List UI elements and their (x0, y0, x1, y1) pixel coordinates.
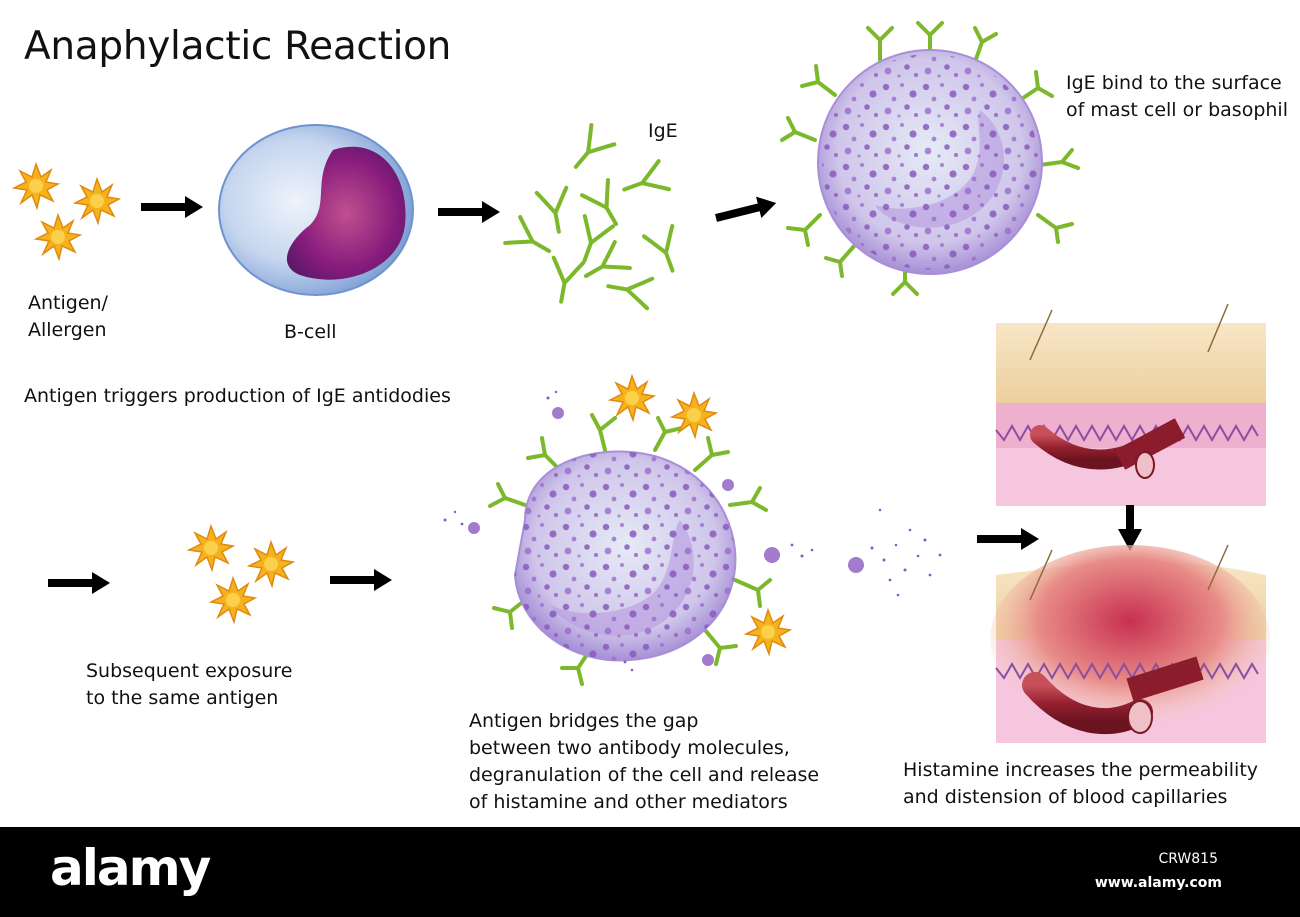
antigen-icon (13, 163, 59, 209)
antibody-icon (544, 255, 586, 307)
arrow-icon (330, 569, 392, 591)
antibody-icon (642, 224, 689, 278)
b-cell-icon (218, 124, 414, 296)
label-bcell: B-cell (284, 321, 337, 343)
alamy-logo[interactable]: alamy (50, 839, 211, 897)
antigen-icon (745, 609, 791, 655)
antigen-icon (74, 178, 120, 224)
arrow-icon (713, 192, 779, 229)
antigen-icon (248, 541, 294, 587)
antibody-icon (534, 185, 576, 237)
arrow-icon (48, 572, 110, 594)
antibody-icon (603, 269, 655, 311)
label-ige: IgE (648, 120, 678, 142)
antibody-icon (503, 215, 559, 266)
label-antigen: Antigen/ Allergen (28, 292, 108, 341)
antibody-icon (562, 123, 617, 179)
antibody-icon (617, 159, 671, 206)
footer-bar: alamy CRW815 www.alamy.com (0, 827, 1300, 917)
antibody-icon (580, 178, 631, 234)
skin-inflamed-icon (990, 544, 1270, 743)
degranulating-mast-cell-icon (488, 375, 791, 686)
label-subsequent: Subsequent exposure to the same antigen (86, 660, 293, 709)
arrow-icon (977, 528, 1039, 550)
arrow-icon (438, 201, 500, 223)
mast-cell-icon (780, 21, 1080, 296)
antigen-icon (188, 525, 234, 571)
label-histamine: Histamine increases the permeability and… (903, 759, 1259, 808)
image-id: CRW815 (1158, 851, 1219, 867)
antigen-icon (35, 214, 81, 260)
arrow-down-icon (1126, 505, 1134, 531)
antigen-icon (210, 577, 256, 623)
label-triggers: Antigen triggers production of IgE antid… (24, 385, 451, 407)
diagram (13, 21, 1270, 743)
arrow-icon (141, 196, 203, 218)
skin-normal-icon (995, 303, 1266, 506)
site-url[interactable]: www.alamy.com (1094, 875, 1222, 891)
label-bridges: Antigen bridges the gap between two anti… (469, 710, 820, 813)
antigen-icon (609, 375, 655, 421)
ige-antibodies (503, 123, 689, 311)
antigen-cluster-1 (13, 163, 120, 260)
page-title: Anaphylactic Reaction (24, 24, 452, 69)
released-granules (443, 390, 942, 672)
antibody-icon (576, 240, 632, 291)
antigen-cluster-2 (188, 525, 294, 623)
label-ige-bind: IgE bind to the surface of mast cell or … (1066, 72, 1288, 121)
